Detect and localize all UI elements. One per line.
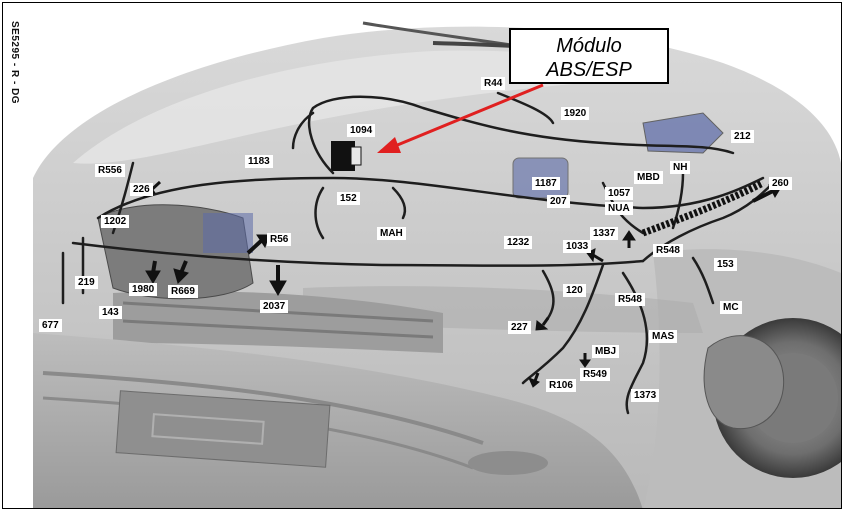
label-260: 260	[769, 177, 792, 190]
callout-line-2: ABS/ESP	[546, 59, 632, 81]
label-1337: 1337	[590, 227, 619, 240]
hood-highlight	[73, 50, 653, 164]
document-code: SE5295 - R - DG	[9, 21, 20, 105]
label-1094: 1094	[347, 124, 376, 137]
label-1183: 1183	[245, 155, 273, 168]
label-1920: 1920	[561, 107, 590, 120]
label-r669: R669	[168, 285, 198, 298]
label-mbj: MBJ	[592, 345, 620, 358]
convoluted-tube	[641, 179, 765, 237]
abs-module-callout: Módulo ABS/ESP	[509, 28, 669, 84]
label-mbd: MBD	[634, 171, 663, 184]
label-r56: R56	[267, 233, 292, 246]
label-2037: 2037	[260, 300, 289, 313]
label-1373: 1373	[631, 389, 660, 402]
label-677: 677	[39, 319, 62, 332]
label-226: 226	[130, 183, 153, 196]
label-153: 153	[714, 258, 737, 271]
label-219: 219	[75, 276, 98, 289]
label-mah: MAH	[377, 227, 406, 240]
fog-light	[468, 451, 548, 475]
label-120: 120	[563, 284, 586, 297]
callout-line-1: Módulo	[556, 35, 622, 57]
label-r556: R556	[95, 164, 125, 177]
label-143: 143	[99, 306, 122, 319]
abs-pointer-arrow	[394, 83, 544, 148]
label-1057: 1057	[605, 187, 634, 200]
label-mc: MC	[720, 301, 742, 314]
label-nh: NH	[670, 161, 691, 174]
label-r548-upper: R548	[653, 244, 683, 257]
vehicle-wiring-diagram	[33, 21, 841, 508]
license-plate	[115, 390, 331, 468]
label-mas: MAS	[649, 330, 678, 343]
brake-caliper	[703, 335, 785, 430]
label-nua: NUA	[605, 202, 633, 215]
label-1033: 1033	[563, 240, 592, 253]
label-r549: R549	[580, 368, 610, 381]
label-1980: 1980	[129, 283, 158, 296]
label-1187: 1187	[532, 177, 560, 190]
label-212: 212	[731, 130, 754, 143]
label-152: 152	[337, 192, 360, 205]
label-r44: R44	[481, 77, 506, 90]
label-r548-lower: R548	[615, 293, 645, 306]
label-1232: 1232	[504, 236, 533, 249]
label-207: 207	[547, 195, 570, 208]
label-227: 227	[508, 321, 531, 334]
label-r106: R106	[546, 379, 576, 392]
label-1202: 1202	[101, 215, 130, 228]
